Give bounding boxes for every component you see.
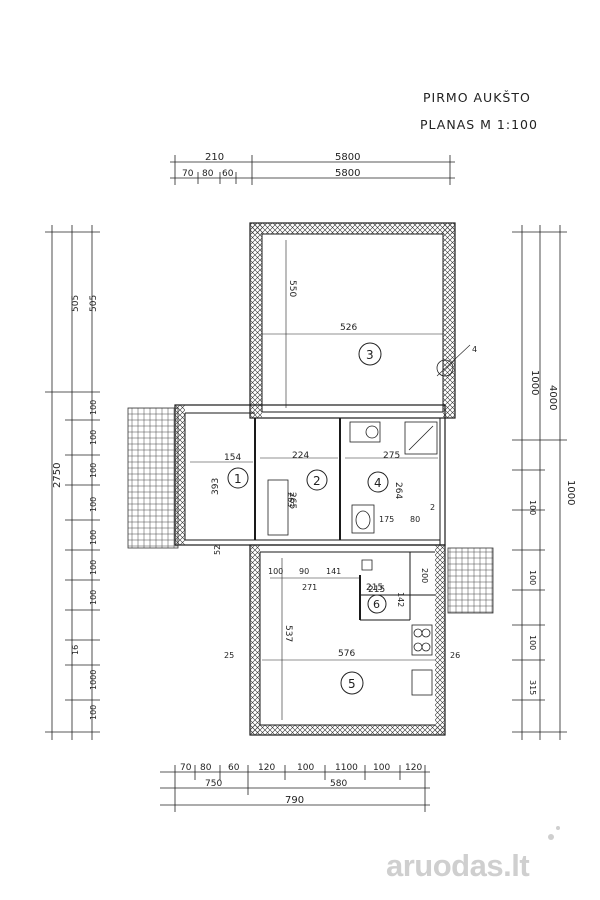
bottom-dimensions (160, 765, 430, 812)
room-6: 6 215 142 (366, 583, 405, 614)
dim-int-200: 200 (420, 568, 429, 583)
dim-right-1000a: 1000 (565, 480, 576, 505)
walls (174, 222, 456, 736)
svg-text:224: 224 (292, 451, 309, 461)
dim-left-100-5: 100 (89, 530, 98, 545)
dim-right-1000b: 1000 (529, 370, 540, 395)
dim-bottom-120b: 120 (405, 763, 422, 773)
svg-text:265: 265 (287, 492, 297, 509)
dim-int-141: 141 (326, 567, 341, 576)
dim-bottom-80: 80 (200, 763, 212, 773)
dim-int-4: 4 (472, 345, 477, 354)
svg-text:154: 154 (224, 453, 241, 463)
top-dimensions (170, 155, 455, 185)
dim-left-2750: 2750 (52, 463, 63, 488)
dim-int-90: 90 (299, 567, 309, 576)
dim-left-100-1: 100 (89, 400, 98, 415)
plan-title-line2: PLANAS M 1:100 (420, 117, 538, 132)
dim-bottom-70: 70 (180, 763, 192, 773)
dim-bottom-750: 750 (205, 779, 222, 789)
room-5: 5 576 537 (283, 625, 364, 695)
svg-text:264: 264 (393, 482, 403, 499)
dim-bottom-60: 60 (228, 763, 240, 773)
dim-right-100-3: 100 (528, 635, 537, 650)
room-2: 2 224 265 (287, 451, 328, 509)
dim-bottom-580: 580 (330, 779, 347, 789)
dim-int-271: 271 (302, 583, 317, 592)
interior-dimension-lines (190, 240, 443, 720)
terrace-left (127, 407, 179, 549)
dim-int-263: 263 (286, 492, 295, 507)
dim-left-100-7: 100 (89, 590, 98, 605)
svg-text:142: 142 (396, 592, 405, 607)
level-marker (436, 359, 454, 377)
dim-top-210: 210 (205, 152, 224, 163)
svg-text:537: 537 (283, 625, 293, 642)
svg-text:2: 2 (313, 474, 321, 488)
dim-right-4000: 4000 (547, 385, 558, 410)
dim-top-5800a: 5800 (335, 152, 360, 163)
dim-bottom-100a: 100 (297, 763, 314, 773)
dim-int-2: 2 (430, 503, 435, 512)
svg-text:5: 5 (348, 677, 356, 691)
dim-left-100-4: 100 (89, 497, 98, 512)
dim-left-100-6: 100 (89, 560, 98, 575)
svg-text:576: 576 (338, 649, 355, 659)
fixtures (267, 421, 438, 696)
dim-bottom-790: 790 (285, 795, 304, 806)
dim-left-1000: 1000 (89, 670, 98, 690)
left-dimensions (45, 225, 100, 740)
dim-left-100-8: 100 (89, 705, 98, 720)
room-4: 4 275 264 (367, 451, 403, 499)
svg-text:550: 550 (287, 280, 297, 297)
dim-left-100-2: 100 (89, 430, 98, 445)
dim-int-80: 80 (410, 515, 420, 524)
dim-top-5800b: 5800 (335, 168, 360, 179)
dim-int-175: 175 (379, 515, 394, 524)
dim-bottom-1100: 1100 (335, 763, 358, 773)
dim-right-100-1: 100 (528, 500, 537, 515)
svg-text:4: 4 (374, 476, 382, 490)
dim-int-52: 52 (213, 545, 222, 555)
dim-int-215: 215 (368, 585, 385, 595)
dim-left-505b: 505 (89, 295, 99, 312)
dim-int-26: 26 (450, 651, 460, 660)
svg-text:6: 6 (373, 598, 380, 611)
dim-left-505a: 505 (71, 295, 81, 312)
svg-text:393: 393 (211, 478, 221, 495)
dim-right-100-2: 100 (528, 570, 537, 585)
watermark: aruodas.lt (386, 848, 530, 883)
dim-bottom-120a: 120 (258, 763, 275, 773)
room-1: 1 154 393 (211, 453, 249, 495)
dim-left-100-3: 100 (89, 463, 98, 478)
svg-text:215: 215 (366, 583, 383, 593)
dim-left-16: 16 (71, 645, 80, 655)
dim-top-60: 60 (222, 169, 234, 179)
terrace-right (447, 547, 494, 614)
dim-top-70: 70 (182, 169, 194, 179)
dim-bottom-100b: 100 (373, 763, 390, 773)
watermark-dot-icon (548, 834, 554, 840)
svg-text:526: 526 (340, 323, 357, 333)
room-3: 3 526 550 (287, 280, 382, 366)
svg-text:275: 275 (383, 451, 400, 461)
plan-title-line1: PIRMO AUKŠTO (423, 90, 531, 105)
dim-int-100: 100 (268, 567, 283, 576)
watermark-dot-icon (556, 826, 560, 830)
right-dimensions (512, 225, 567, 740)
dim-right-100-4: 315 (528, 680, 537, 695)
svg-text:3: 3 (366, 348, 374, 362)
svg-text:1: 1 (234, 472, 242, 486)
dim-int-25: 25 (224, 651, 234, 660)
dim-top-80: 80 (202, 169, 214, 179)
